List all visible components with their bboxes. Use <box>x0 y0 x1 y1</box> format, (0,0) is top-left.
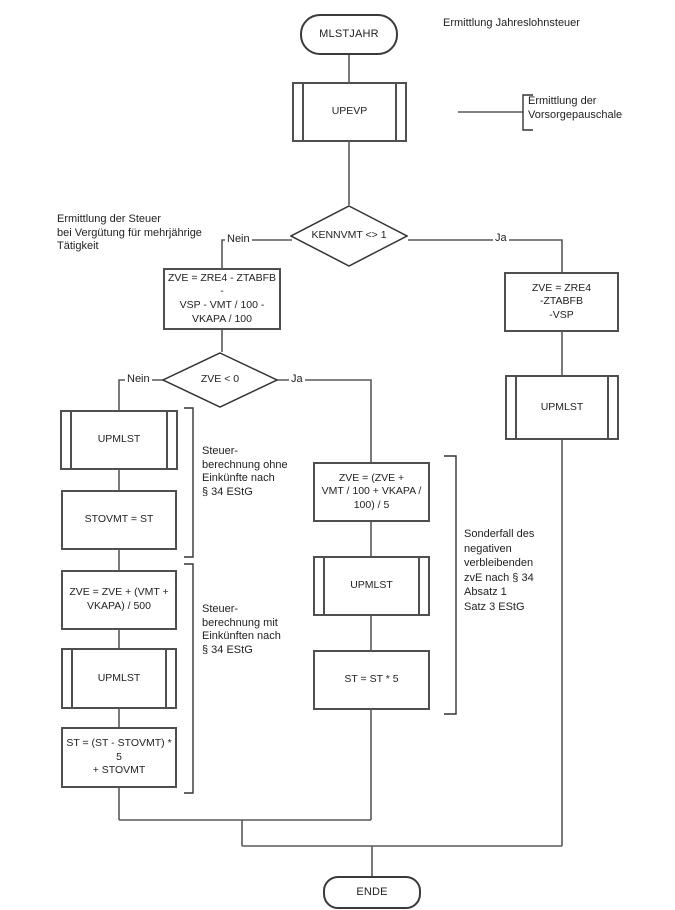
decision-zve-negative: ZVE < 0 <box>162 352 278 408</box>
subroutine-bar-icon <box>302 84 304 140</box>
edge-kennvmt-nein <box>221 239 292 268</box>
edge-label-nein-kennvmt: Nein <box>225 233 252 246</box>
diagram-title: Ermittlung Jahreslohnsteuer <box>443 17 580 29</box>
edge-zveneg-ja <box>277 379 372 462</box>
diamond-shape-icon <box>162 352 278 408</box>
process-stovmt: STOVMT = ST <box>61 490 177 550</box>
subroutine-bar-icon <box>395 84 397 140</box>
subroutine-bar-icon <box>515 377 517 438</box>
process-zve-fifth: ZVE = (ZVE + VMT / 100 + VKAPA / 100) / … <box>313 462 430 522</box>
subroutine-upmlst-right: UPMLST <box>505 375 619 440</box>
terminal-end-label: ENDE <box>356 886 388 899</box>
process-stovmt-label: STOVMT = ST <box>84 513 154 526</box>
annotation-vorsorgepauschale: Ermittlung der Vorsorgepauschale <box>528 95 623 121</box>
subroutine-bar-icon <box>166 412 168 468</box>
process-zve-right-label: ZVE = ZRE4 -ZTABFB -VSP <box>531 281 592 321</box>
bracket-sonderfall <box>444 455 457 715</box>
annotation-mit-34-estg: Steuer- berechnung mit Einkünften nach §… <box>202 603 281 656</box>
bracket-mit-34 <box>184 563 194 794</box>
edge-label-ja-zveneg: Ja <box>289 373 305 386</box>
annotation-sonderfall: Sonderfall des negativen verbleibenden z… <box>464 528 535 613</box>
bracket-ohne-34 <box>184 407 194 558</box>
process-st-times5-label: ST = ST * 5 <box>344 673 399 686</box>
process-zve-left: ZVE = ZRE4 - ZTABFB - VSP - VMT / 100 - … <box>163 268 281 330</box>
decision-zve-negative-label: ZVE < 0 <box>200 373 240 386</box>
edge-kennvmt-ja <box>408 239 563 272</box>
annotation-brackets <box>184 94 533 794</box>
process-zve-fifth-label: ZVE = (ZVE + VMT / 100 + VKAPA / 100) / … <box>321 471 422 511</box>
terminal-end: ENDE <box>323 876 421 909</box>
subroutine-upmlst-left-2: UPMLST <box>61 648 177 709</box>
process-zve-right: ZVE = ZRE4 -ZTABFB -VSP <box>504 272 619 332</box>
terminal-start: MLSTJAHR <box>300 14 398 55</box>
process-zve-left-label: ZVE = ZRE4 - ZTABFB - VSP - VMT / 100 - … <box>167 271 277 325</box>
subroutine-upmlst-label: UPMLST <box>97 433 141 446</box>
subroutine-upmlst-middle: UPMLST <box>313 556 430 616</box>
bracket-vorsorge <box>522 94 533 131</box>
process-st-recombine: ST = (ST - STOVMT) * 5 + STOVMT <box>61 727 177 788</box>
annotation-ohne-34-estg: Steuer- berechnung ohne Einkünfte nach §… <box>202 445 288 498</box>
decision-kennvmt-label: KENNVMT <> 1 <box>311 229 387 242</box>
annotation-mehrjaehrige-taetigkeit: Ermittlung der Steuer bei Vergütung für … <box>57 213 202 253</box>
subroutine-upevp: UPEVP <box>292 82 407 142</box>
decision-kennvmt: KENNVMT <> 1 <box>290 205 408 267</box>
edge-label-nein-zveneg: Nein <box>125 373 152 386</box>
subroutine-bar-icon <box>165 650 167 707</box>
subroutine-upmlst-label: UPMLST <box>97 671 141 684</box>
subroutine-bar-icon <box>607 377 609 438</box>
terminal-start-label: MLSTJAHR <box>319 28 379 41</box>
subroutine-bar-icon <box>70 412 72 468</box>
subroutine-upmlst-label: UPMLST <box>350 579 393 592</box>
diamond-shape-icon <box>290 205 408 267</box>
subroutine-upevp-label: UPEVP <box>331 105 368 118</box>
process-st-recombine-label: ST = (ST - STOVMT) * 5 + STOVMT <box>66 737 172 777</box>
process-zve-500-label: ZVE = ZVE + (VMT + VKAPA) / 500 <box>69 586 169 612</box>
subroutine-bar-icon <box>71 650 73 707</box>
subroutine-upmlst-label: UPMLST <box>540 400 584 413</box>
subroutine-upmlst-left-1: UPMLST <box>60 410 178 470</box>
edge-label-ja-kennvmt: Ja <box>493 232 509 245</box>
process-st-times5: ST = ST * 5 <box>313 650 430 710</box>
subroutine-bar-icon <box>323 558 325 614</box>
process-zve-500: ZVE = ZVE + (VMT + VKAPA) / 500 <box>61 570 177 630</box>
subroutine-bar-icon <box>418 558 420 614</box>
